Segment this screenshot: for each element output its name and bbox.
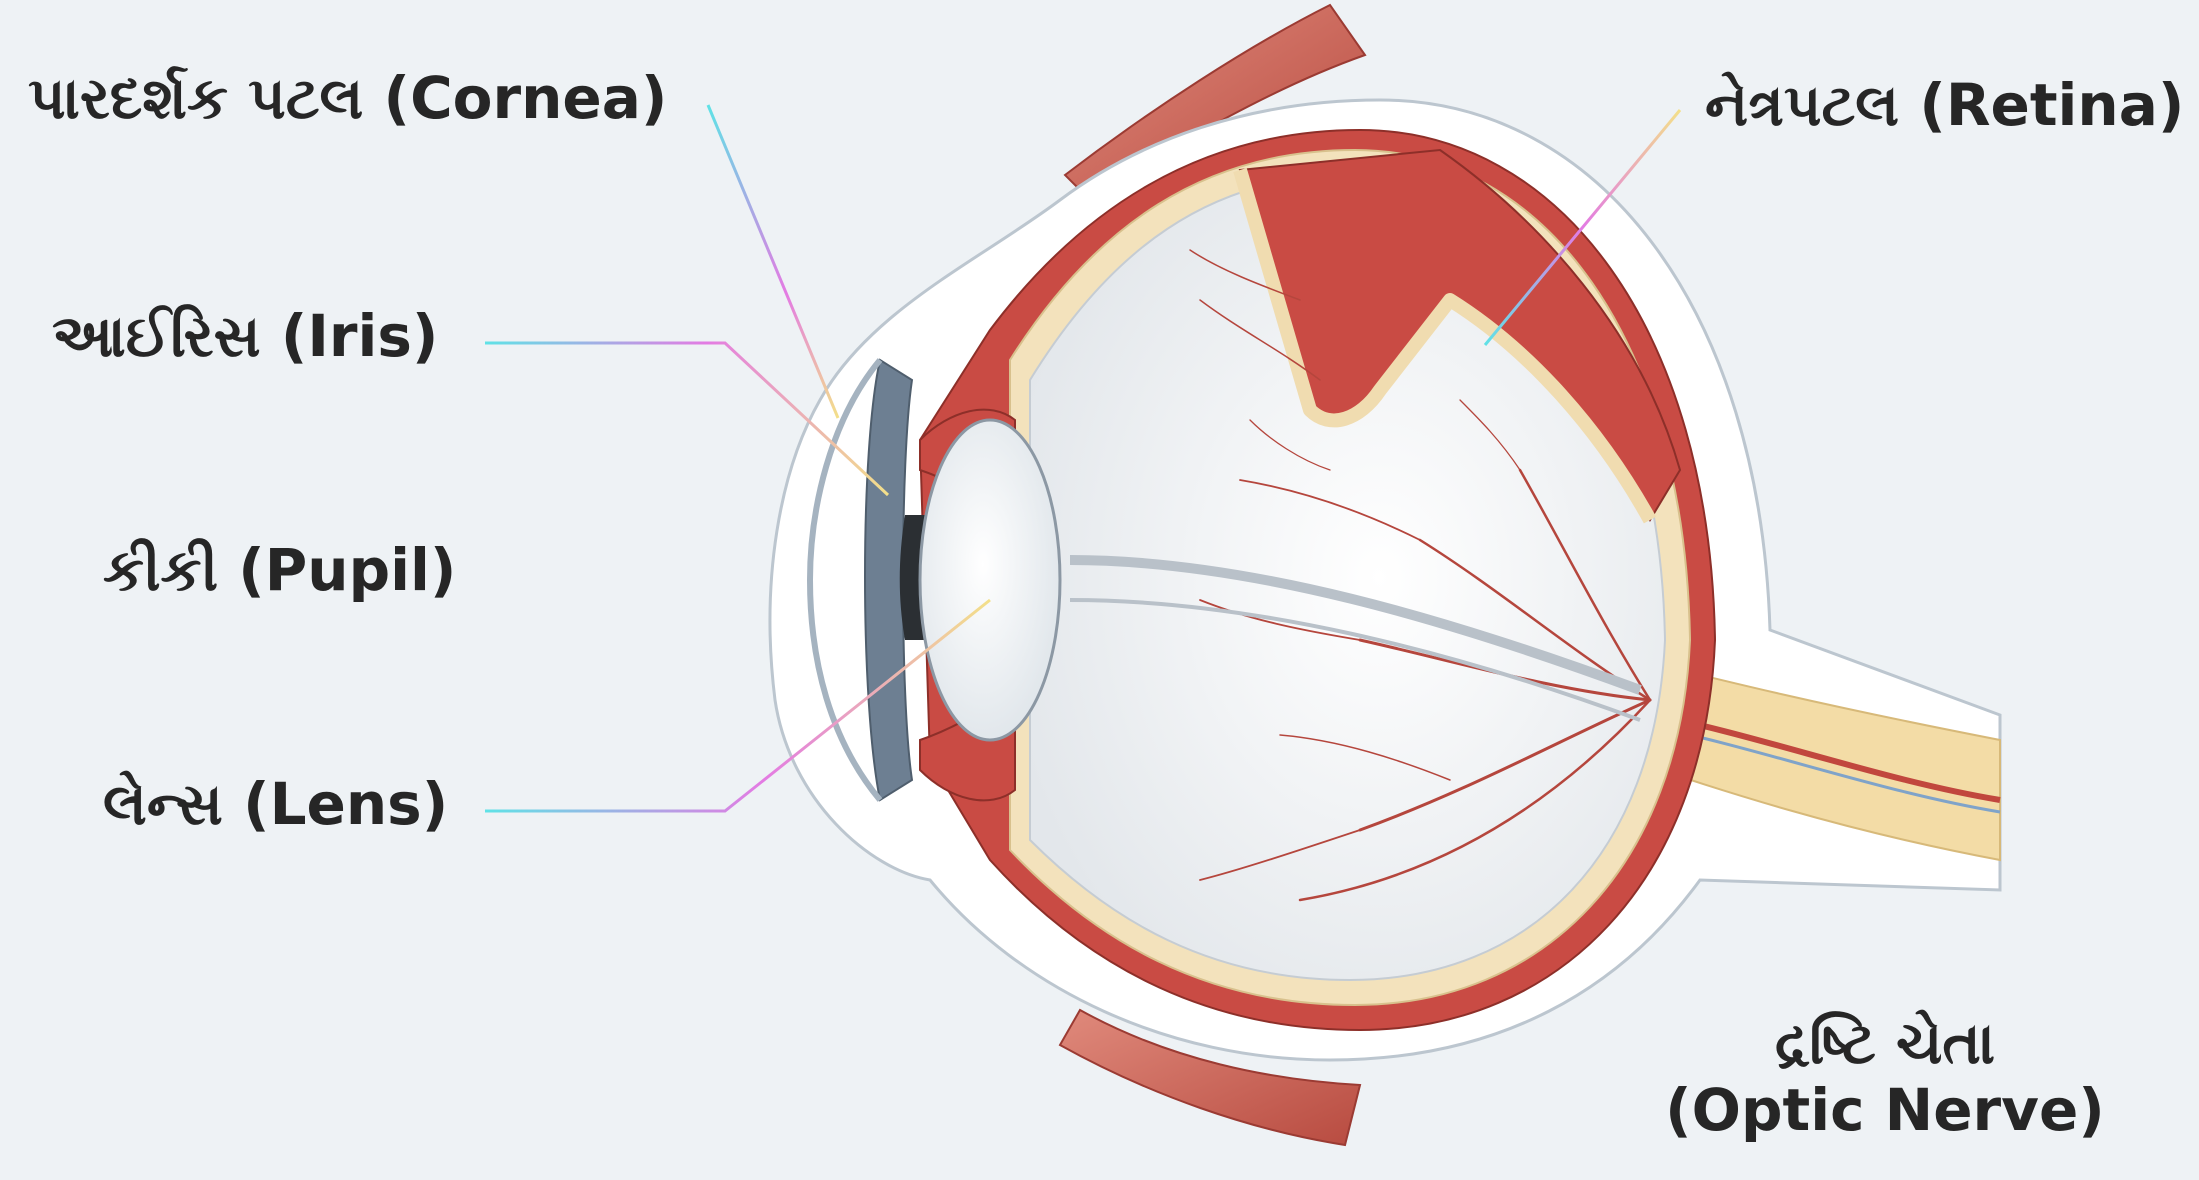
label-cornea: પારદર્શક પટલ (Cornea) (28, 65, 667, 132)
leader-cornea (708, 105, 838, 418)
label-optic-nerve-line2: (Optic Nerve) (1665, 1077, 2105, 1144)
label-retina: નેત્રપટલ (Retina) (1705, 72, 2184, 139)
lens (920, 420, 1060, 740)
label-optic-nerve: દ્રષ્ટિ ચેતા (Optic Nerve) (1665, 1010, 2105, 1143)
label-lens: લેન્સ (Lens) (103, 771, 448, 838)
label-iris: આઈરિસ (Iris) (52, 303, 438, 370)
label-pupil: કીકી (Pupil) (103, 537, 456, 604)
label-optic-nerve-line1: દ્રષ્ટિ ચેતા (1665, 1010, 2105, 1077)
